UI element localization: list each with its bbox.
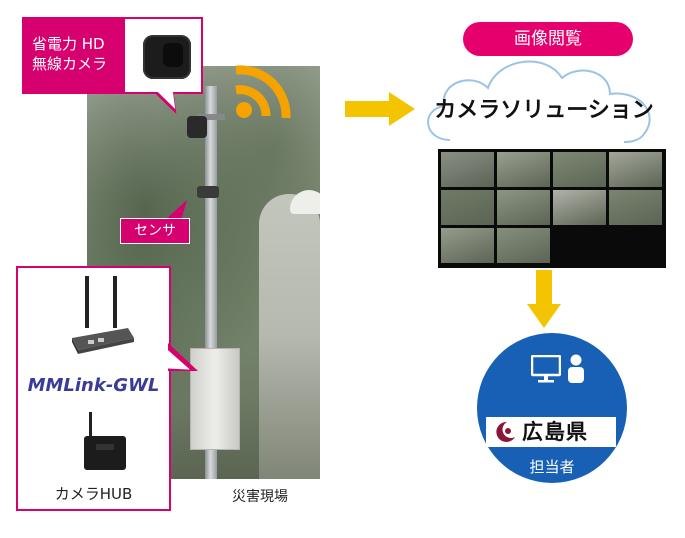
prefecture-name: 広島県 <box>522 420 588 444</box>
camera-thumbnail[interactable] <box>497 228 550 263</box>
image-viewing-badge: 画像閲覧 <box>463 22 633 56</box>
recipient-circle <box>477 333 627 483</box>
camera-thumbnail[interactable] <box>441 190 494 225</box>
camera-callout: 省電力 HD 無線カメラ <box>22 17 203 94</box>
camera-thumbnail[interactable] <box>497 190 550 225</box>
pole-bracket <box>197 114 225 120</box>
monitor-icon <box>531 355 561 383</box>
mounted-sensor <box>197 186 219 198</box>
worker-figure <box>259 194 320 479</box>
prefecture-logo-icon <box>496 421 515 442</box>
camera-label-line2: 無線カメラ <box>32 55 108 73</box>
sensor-tag: センサ <box>120 218 190 244</box>
hub-label: カメラHUB <box>54 485 133 503</box>
wifi-icon <box>235 65 291 119</box>
camera-viewer <box>438 149 666 268</box>
camera-label-line1: 省電力 HD <box>32 35 105 53</box>
solution-title: カメラソリューション <box>434 98 654 123</box>
cloud-icon <box>427 60 651 143</box>
camera-thumbnail[interactable] <box>441 228 494 263</box>
site-caption: 災害現場 <box>232 489 288 505</box>
site-photo <box>87 66 320 479</box>
mounted-camera <box>187 116 207 138</box>
recipient-role: 担当者 <box>529 458 575 476</box>
prefecture-badge: 広島県 <box>486 417 616 447</box>
person-icon <box>568 354 584 383</box>
hub-icon <box>84 412 126 470</box>
camera-thumbnail[interactable] <box>553 190 606 225</box>
router-icon <box>72 276 134 354</box>
arrow-right-icon <box>345 92 415 126</box>
camera-label: 省電力 HD 無線カメラ <box>24 19 125 92</box>
camera-thumbnail[interactable] <box>609 152 662 187</box>
router-label: MMLink-GWL <box>27 375 160 396</box>
equipment-callout: MMLink-GWL カメラHUB <box>16 266 171 511</box>
camera-thumbnail[interactable] <box>609 190 662 225</box>
equipment-enclosure <box>190 348 240 450</box>
camera-thumbnail[interactable] <box>553 152 606 187</box>
camera-icon <box>137 25 197 85</box>
camera-thumbnail[interactable] <box>441 152 494 187</box>
arrow-down-icon <box>527 270 561 328</box>
camera-lens <box>163 43 183 67</box>
camera-thumbnail[interactable] <box>497 152 550 187</box>
